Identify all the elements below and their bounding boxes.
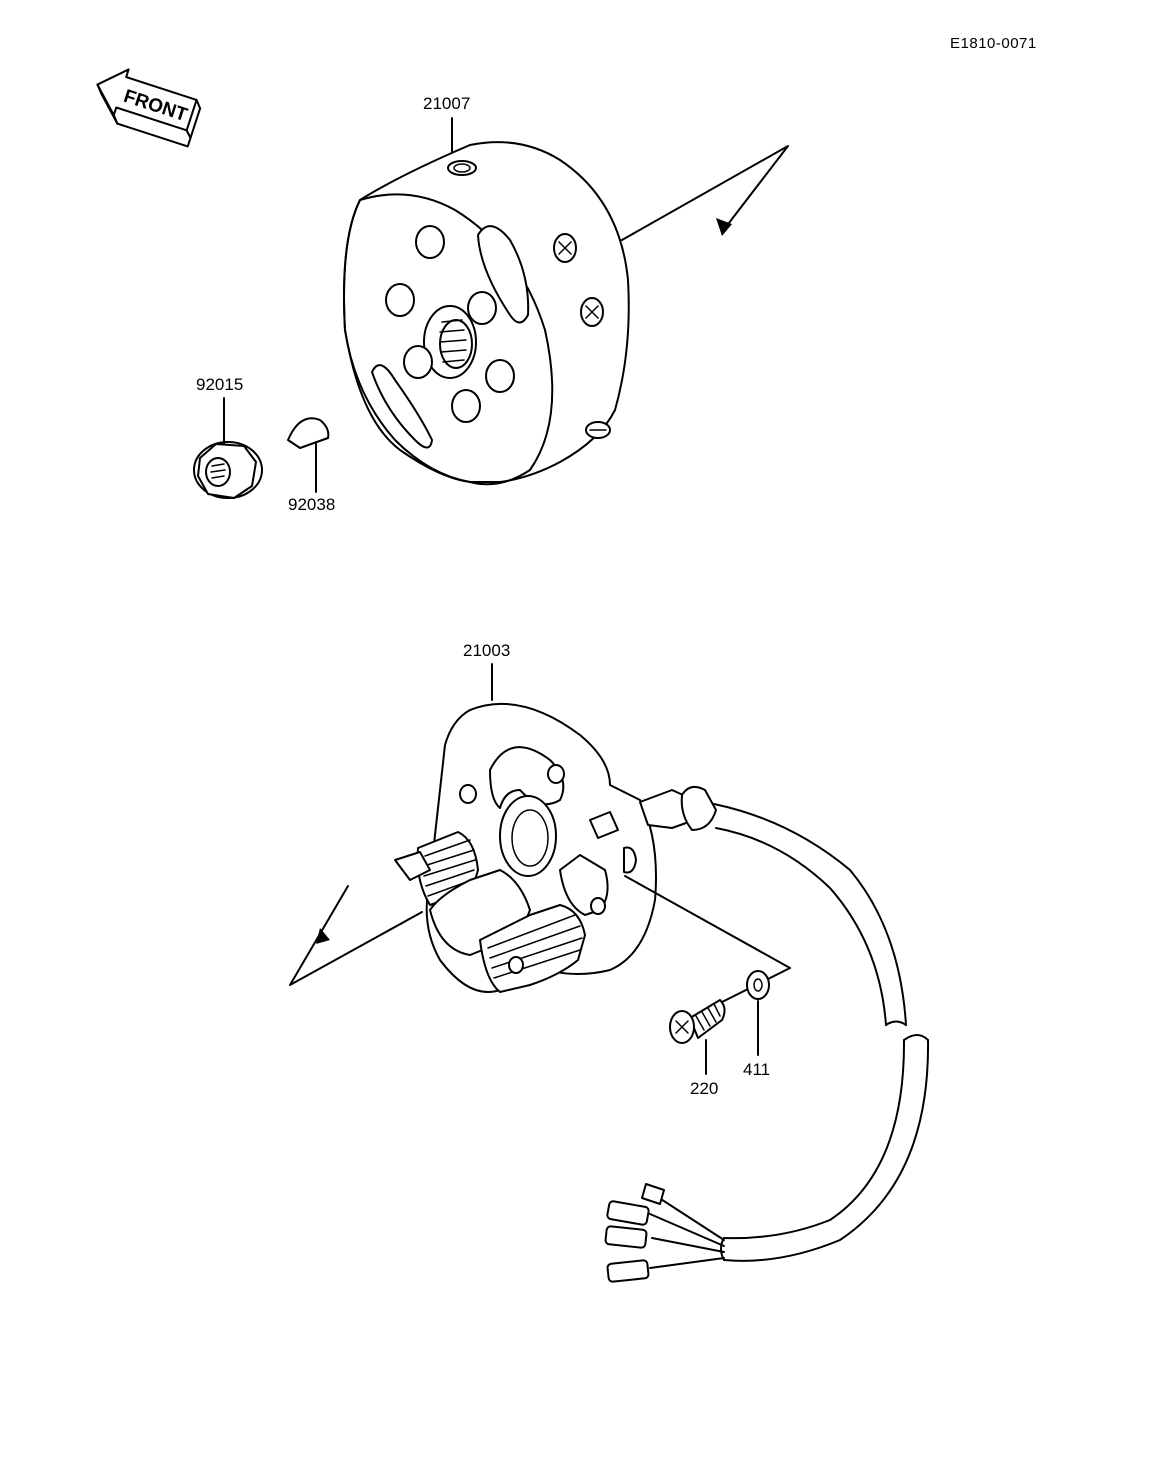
harness-upper-outer — [713, 803, 907, 1026]
harness-upper-inner — [715, 827, 887, 1026]
nut-bore — [205, 457, 231, 487]
rotor-hole-4 — [403, 345, 433, 379]
stator-lead-plate — [394, 851, 431, 881]
woodruff-key — [287, 417, 330, 449]
front-arrow-shape — [96, 68, 198, 132]
reference-code: E1810-0071 — [950, 35, 1037, 52]
part-label-220: 220 — [690, 1079, 718, 1098]
wire-harness — [604, 803, 930, 1283]
rotor-slot-upper — [477, 225, 530, 324]
front-direction-arrow: FRONT — [96, 68, 202, 148]
harness-lower-inner — [723, 1039, 906, 1240]
stator-slot — [623, 846, 637, 874]
terminal-connector-2 — [604, 1225, 648, 1249]
rotor-direction-arrow — [621, 145, 789, 241]
part-label-21003: 21003 — [463, 641, 510, 660]
stator-tab — [589, 811, 619, 839]
rotor-slot-lower — [371, 364, 433, 449]
terminal-connector-1 — [606, 1200, 650, 1226]
stator-mount-hole-2 — [547, 764, 565, 784]
stator-coil-screw — [508, 956, 524, 974]
part-label-411: 411 — [743, 1060, 770, 1079]
stator-direction-arrow — [289, 885, 423, 986]
rotor-hole-6 — [451, 389, 481, 423]
assembly-line-screw — [624, 875, 791, 969]
washer-411 — [746, 970, 770, 1000]
part-label-92015: 92015 — [196, 375, 243, 394]
stator-mount-hole-1 — [459, 784, 477, 804]
screw-220 — [669, 999, 726, 1044]
harness-lower-outer — [723, 1039, 930, 1262]
flange-nut — [193, 441, 263, 499]
stator-assembly — [394, 702, 717, 993]
rotor-front-face — [343, 193, 554, 486]
rotor-hole-3 — [467, 291, 497, 325]
part-label-21007: 21007 — [423, 94, 470, 113]
rotor-rim-screw-top — [447, 160, 477, 176]
terminal-connector-3 — [606, 1259, 650, 1283]
stator-coil-2 — [479, 904, 586, 993]
flywheel-rotor — [343, 141, 630, 486]
rotor-hole-2 — [385, 283, 415, 317]
rotor-hole-1 — [415, 225, 445, 259]
terminal-pin — [641, 1183, 665, 1205]
rotor-hole-5 — [485, 359, 515, 393]
part-label-92038: 92038 — [288, 495, 335, 514]
